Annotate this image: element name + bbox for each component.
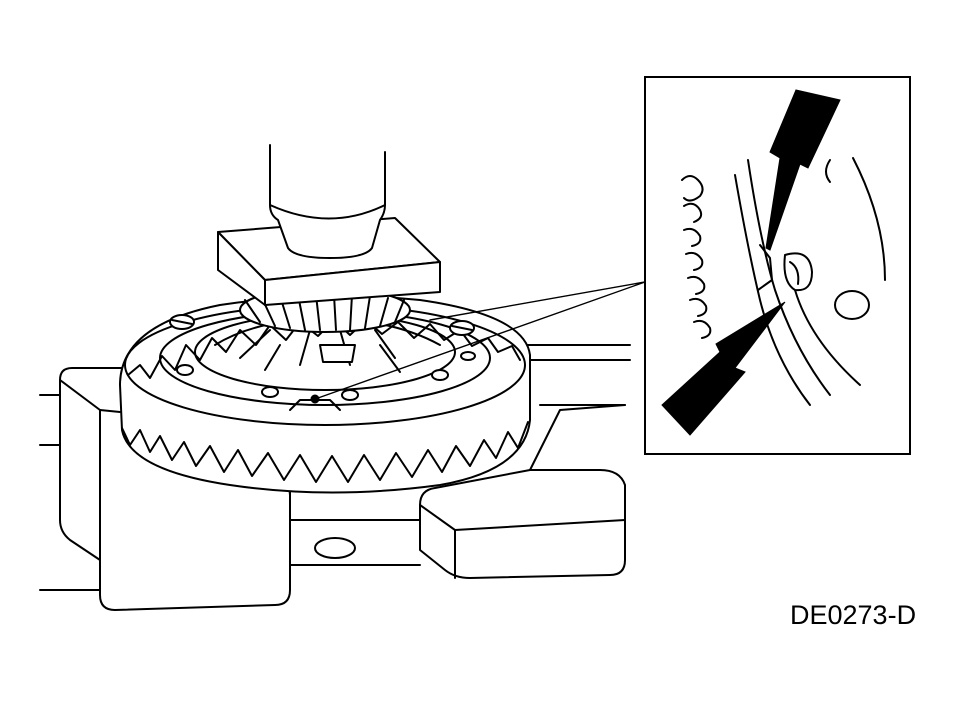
detail-inset [644,76,911,455]
press-ram [269,144,386,259]
arrow-lower [661,301,786,436]
detail-leader-line-upper [429,281,646,321]
fixture-hole [314,537,356,559]
locating-screw-left [169,314,195,330]
alignment-mark [310,394,320,404]
figure-code-label: DE0273-D [790,600,917,630]
detail-leader-line [317,281,646,399]
arrow-upper [765,89,841,251]
locating-screw-right [449,320,475,336]
press-fixture-base [39,344,631,611]
ring-gear [119,295,531,494]
